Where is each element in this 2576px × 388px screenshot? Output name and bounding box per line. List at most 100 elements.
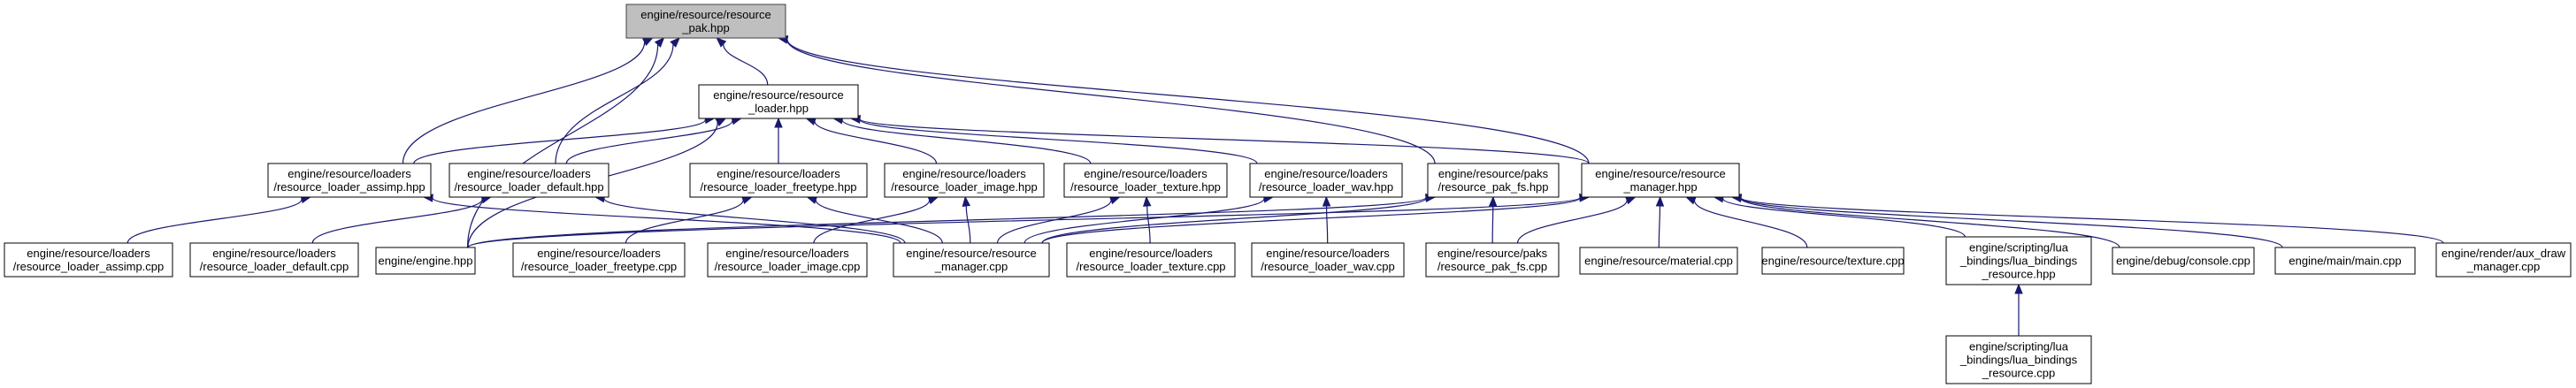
node-label: /resource_loader_freetype.hpp [700, 180, 856, 194]
node-box[interactable] [1249, 163, 1403, 198]
node-box[interactable] [1066, 242, 1236, 278]
edge-line [1693, 200, 1808, 248]
node-box[interactable] [1427, 163, 1560, 198]
node-label: engine/main/main.cpp [2288, 255, 2401, 268]
edge-line [126, 199, 303, 244]
edge-line [466, 44, 659, 248]
edge-line [1740, 197, 2444, 244]
node-loader-assimp-cpp[interactable]: engine/resource/loaders/resource_loader_… [4, 242, 173, 278]
edge-line [786, 39, 1436, 164]
node-loader-image-cpp[interactable]: engine/resource/loaders/resource_loader_… [707, 242, 868, 278]
edge-line [859, 118, 1590, 164]
node-pak-fs-cpp[interactable]: engine/resource/paks/resource_pak_fs.cpp [1425, 242, 1560, 278]
node-pak-fs-hpp[interactable]: engine/resource/paks/resource_pak_fs.hpp [1427, 163, 1560, 198]
node-box[interactable] [4, 242, 173, 278]
node-label: _bindings/lua_bindings [1959, 255, 2078, 268]
node-box[interactable] [1945, 335, 2092, 384]
node-box[interactable] [189, 242, 359, 278]
edge-loader_default_cpp-to-loader_default_hpp [311, 195, 493, 244]
node-label: engine/resource/loaders [288, 167, 411, 180]
edge-line [815, 200, 943, 244]
node-loader-freetype-hpp[interactable]: engine/resource/loaders/resource_loader_… [689, 163, 868, 198]
node-label: engine/render/aux_draw [2442, 247, 2566, 260]
edge-arrowhead [670, 37, 680, 48]
node-manager-cpp[interactable]: engine/resource/resource_manager.cpp [893, 242, 1050, 278]
node-lua-bindings-hpp[interactable]: engine/scripting/lua_bindings/lua_bindin… [1945, 236, 2092, 285]
node-label: engine/resource/resource [713, 88, 843, 102]
node-box[interactable] [698, 84, 859, 119]
node-loader-freetype-cpp[interactable]: engine/resource/loaders/resource_loader_… [512, 242, 686, 278]
node-loader-default-cpp[interactable]: engine/resource/loaders/resource_loader_… [189, 242, 359, 278]
node-label: /resource_loader_image.hpp [891, 180, 1038, 194]
edge-line [311, 199, 483, 244]
node-box[interactable] [512, 242, 686, 278]
node-box[interactable] [267, 163, 432, 198]
node-aux-draw-cpp[interactable]: engine/render/aux_draw_manager.cpp [2435, 242, 2572, 278]
edge-arrowhead [1624, 196, 1637, 205]
edge-arrowhead [962, 195, 971, 207]
edge-line [1658, 205, 1661, 248]
node-box[interactable] [1579, 247, 1738, 275]
edge-arrowhead [805, 117, 816, 126]
edge-loader_assimp_cpp-to-loader_assimp_hpp [126, 194, 312, 244]
edge-arrowhead [1655, 195, 1665, 207]
node-box[interactable] [2435, 242, 2572, 278]
node-loader-wav-cpp[interactable]: engine/resource/loaders/resource_loader_… [1251, 242, 1405, 278]
node-label: engine/resource/loaders [467, 167, 591, 180]
edge-loader_assimp_hpp-to-loader_hpp [413, 115, 716, 164]
node-label: engine/resource/texture.cpp [1761, 255, 1904, 268]
edge-manager_cpp-to-loader_default_hpp [594, 194, 906, 244]
node-loader-texture-cpp[interactable]: engine/resource/loaders/resource_loader_… [1066, 242, 1236, 278]
node-label: /resource_loader_default.cpp [200, 260, 349, 273]
edge-lua_bindings_cpp-to-lua_bindings_hpp [2014, 283, 2023, 337]
node-label: _manager.hpp [1622, 180, 1697, 194]
node-label: /resource_loader_wav.hpp [1259, 180, 1393, 194]
edge-loader_texture_cpp-to-loader_texture_hpp [1143, 195, 1152, 244]
node-box[interactable] [689, 163, 868, 198]
node-box[interactable] [1425, 242, 1560, 278]
node-loader-image-hpp[interactable]: engine/resource/loaders/resource_loader_… [884, 163, 1045, 198]
node-box[interactable] [1581, 163, 1740, 198]
edge-loader_assimp_hpp-to-pak_hpp [402, 37, 654, 164]
node-label: engine/resource/loaders [1089, 247, 1213, 260]
node-lua-bindings-cpp[interactable]: engine/scripting/lua_bindings/lua_bindin… [1945, 335, 2092, 384]
edge-loader_hpp-to-pak_hpp [716, 37, 769, 86]
node-box[interactable] [1063, 163, 1228, 198]
edge-arrowhead [1108, 196, 1121, 205]
edge-line [467, 196, 1581, 248]
node-main-cpp[interactable]: engine/main/main.cpp [2274, 247, 2416, 275]
node-engine-hpp[interactable]: engine/engine.hpp [375, 247, 476, 275]
node-label: _resource.cpp [1982, 367, 2055, 380]
node-loader-default-hpp[interactable]: engine/resource/loaders/resource_loader_… [448, 163, 610, 198]
node-box[interactable] [893, 242, 1050, 278]
node-label: /resource_loader_image.cpp [715, 260, 861, 273]
node-manager-hpp[interactable]: engine/resource/resource_manager.hpp [1581, 163, 1740, 198]
node-label: _loader.hpp [748, 102, 809, 115]
node-box[interactable] [1251, 242, 1405, 278]
node-box[interactable] [375, 247, 476, 275]
node-label: engine/resource/loaders [537, 247, 661, 260]
node-box[interactable] [625, 4, 786, 39]
node-loader-hpp[interactable]: engine/resource/resource_loader.hpp [698, 84, 859, 119]
edge-line [432, 197, 901, 244]
edge-line [965, 205, 971, 244]
edge-arrowhead [806, 195, 818, 204]
edge-line [555, 44, 674, 164]
node-console-cpp[interactable]: engine/debug/console.cpp [2112, 247, 2255, 275]
node-pak-hpp[interactable]: engine/resource/resource_pak.hpp [625, 4, 786, 39]
edge-texture_cpp-to-manager_hpp [1685, 196, 1808, 248]
node-loader-assimp-hpp[interactable]: engine/resource/loaders/resource_loader_… [267, 163, 432, 198]
node-texture-cpp[interactable]: engine/resource/texture.cpp [1761, 247, 1905, 275]
edge-loader_image_cpp-to-loader_image_hpp [813, 196, 939, 244]
node-material-cpp[interactable]: engine/resource/material.cpp [1579, 247, 1738, 275]
node-box[interactable] [707, 242, 868, 278]
edge-manager_cpp-to-manager_hpp [1041, 194, 1591, 244]
node-loader-wav-hpp[interactable]: engine/resource/loaders/resource_loader_… [1249, 163, 1403, 198]
node-box[interactable] [1945, 236, 2092, 285]
node-box[interactable] [2112, 247, 2255, 275]
node-loader-texture-hpp[interactable]: engine/resource/loaders/resource_loader_… [1063, 163, 1228, 198]
node-box[interactable] [884, 163, 1045, 198]
node-box[interactable] [448, 163, 610, 198]
node-box[interactable] [2274, 247, 2416, 275]
node-box[interactable] [1761, 247, 1905, 275]
